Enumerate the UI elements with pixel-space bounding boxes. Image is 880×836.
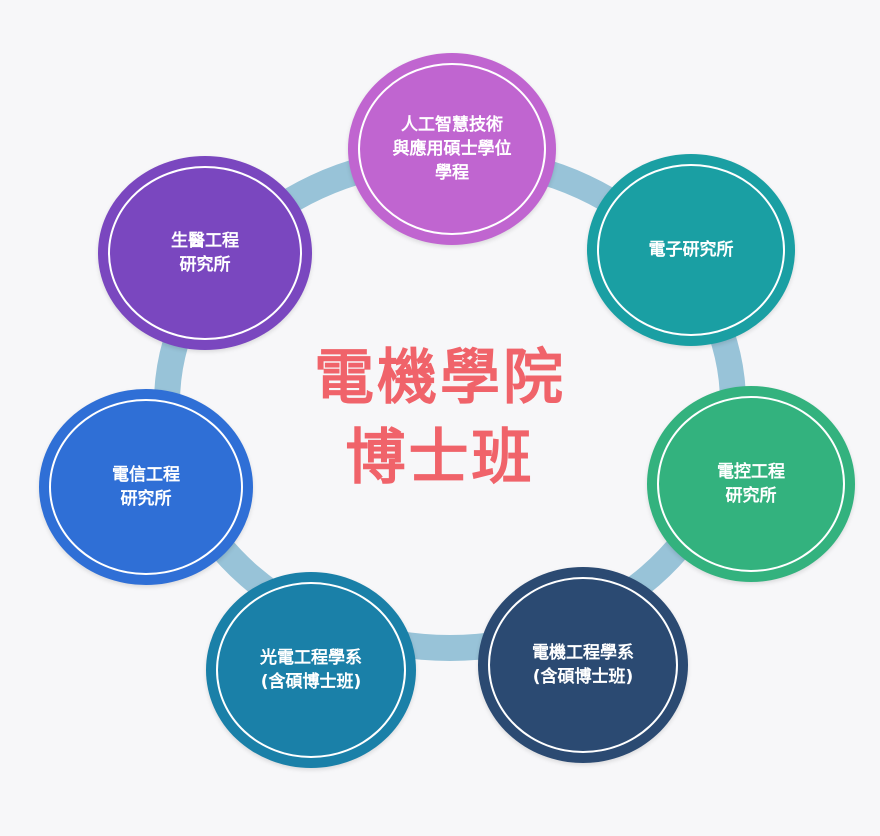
node-ai-program: 人工智慧技術 與應用碩士學位 學程 (348, 53, 556, 245)
center-title-line1: 電機學院 (314, 343, 566, 413)
node-label: 人工智慧技術 與應用碩士學位 學程 (392, 115, 512, 183)
node-telecom: 電信工程 研究所 (39, 389, 253, 585)
node-inner-ring (657, 396, 845, 572)
node-inner-ring (216, 582, 406, 758)
node-electronics: 電子研究所 (587, 154, 795, 346)
node-inner-ring (358, 63, 546, 235)
node-label: 電信工程 研究所 (112, 465, 180, 509)
node-ee: 電機工程學系 (含碩博士班) (478, 567, 688, 763)
center-title-line2: 博士班 (345, 423, 535, 493)
node-label: 生醫工程 研究所 (171, 231, 239, 275)
node-label: 電機工程學系 (含碩博士班) (532, 643, 634, 687)
node-inner-ring (488, 577, 678, 753)
node-control: 電控工程 研究所 (647, 386, 855, 582)
node-label: 電控工程 研究所 (717, 462, 785, 506)
node-photonics: 光電工程學系 (含碩博士班) (206, 572, 416, 768)
node-inner-ring (597, 164, 785, 336)
node-label: 電子研究所 (648, 240, 734, 260)
node-biomed: 生醫工程 研究所 (98, 156, 312, 350)
node-inner-ring (108, 166, 302, 340)
node-inner-ring (49, 399, 243, 575)
node-label: 光電工程學系 (含碩博士班) (260, 648, 362, 692)
